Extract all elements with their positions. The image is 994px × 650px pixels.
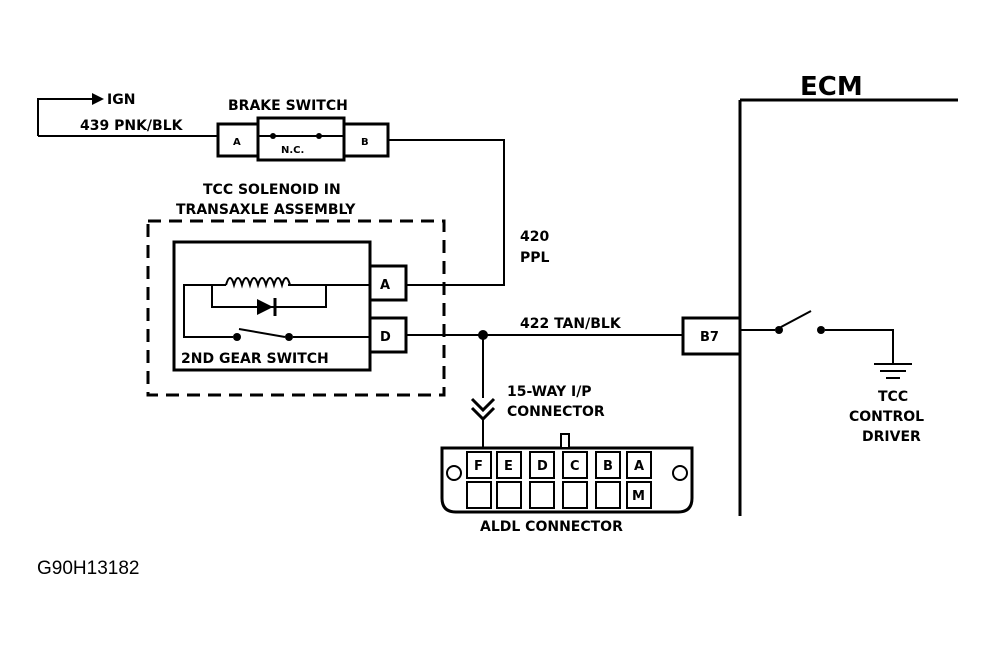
brake-switch-node <box>270 133 276 139</box>
transaxle-assembly-boundary <box>146 219 446 397</box>
aldl-pin-f-label: F <box>474 459 483 474</box>
aldl-pin <box>626 481 652 509</box>
ecm-boundary <box>738 98 958 516</box>
brake-switch-pin-b <box>342 122 390 158</box>
driver-switch-blade <box>780 310 812 328</box>
aldl-key <box>560 433 570 449</box>
diode-icon <box>257 299 273 315</box>
ip-connector-icon <box>470 397 496 422</box>
brake-switch-pin-a-label: A <box>233 137 241 148</box>
aldl-pin-d-label: D <box>537 459 548 474</box>
gear-switch-node <box>285 333 293 341</box>
tcc-driver-label-2: CONTROL <box>849 409 924 425</box>
aldl-pin <box>466 451 492 479</box>
ip-connector-label-1: 15-WAY I/P <box>507 384 592 400</box>
second-gear-switch-label: 2ND GEAR SWITCH <box>181 351 329 367</box>
solenoid-coil-icon <box>225 277 291 289</box>
brake-switch-node <box>316 133 322 139</box>
ecm-pin-b7 <box>681 316 742 356</box>
driver-switch-node <box>775 326 783 334</box>
aldl-mount-hole <box>672 465 688 481</box>
brake-switch-title: BRAKE SWITCH <box>228 98 348 114</box>
aldl-connector-shell <box>440 446 694 514</box>
ign-arrow-icon <box>92 93 104 105</box>
solenoid-pin-d-label: D <box>380 330 391 345</box>
aldl-pin <box>595 451 621 479</box>
tcc-driver-label-1: TCC <box>878 389 908 405</box>
aldl-pin <box>562 451 588 479</box>
tcc-solenoid-title-1: TCC SOLENOID IN <box>203 182 341 198</box>
ign-label: IGN <box>107 92 135 108</box>
ecm-pin-b7-label: B7 <box>700 330 719 345</box>
tcc-driver-label-3: DRIVER <box>862 429 921 445</box>
wire-420 <box>388 139 505 286</box>
aldl-pin <box>496 481 522 509</box>
tcc-solenoid-title-2: TRANSAXLE ASSEMBLY <box>176 202 356 218</box>
gear-switch-blade <box>238 328 286 338</box>
ground-icon <box>874 363 912 379</box>
aldl-pin-c-label: C <box>570 459 580 474</box>
aldl-pin <box>562 481 588 509</box>
aldl-pin <box>496 451 522 479</box>
wire-439-label: 439 PNK/BLK <box>80 118 184 134</box>
aldl-pin-b-label: B <box>603 459 613 474</box>
aldl-pin <box>529 481 555 509</box>
aldl-mount-hole <box>446 465 462 481</box>
solenoid-internal-wire <box>183 284 370 338</box>
aldl-connector-label: ALDL CONNECTOR <box>480 519 623 535</box>
nc-label: N.C. <box>281 145 304 156</box>
solenoid-pin-a <box>368 264 408 302</box>
wire-420-color: PPL <box>520 250 550 266</box>
figure-id: G90H13182 <box>37 558 139 579</box>
aldl-pin-grid <box>466 451 652 509</box>
wire-422-label: 422 TAN/BLK <box>520 316 622 332</box>
wire-420-number: 420 <box>520 229 549 245</box>
solenoid-pin-a-label: A <box>380 278 390 293</box>
aldl-pin-m-label: M <box>632 489 645 504</box>
driver-ground-wire <box>825 329 894 364</box>
solenoid-pin-d <box>368 316 408 354</box>
aldl-pin-a-label: A <box>634 459 644 474</box>
driver-switch-node <box>817 326 825 334</box>
ecm-label: ECM <box>800 72 863 102</box>
aldl-pin-e-label: E <box>504 459 513 474</box>
brake-switch-pin-b-label: B <box>361 137 369 148</box>
aldl-pin <box>595 481 621 509</box>
aldl-pin <box>466 481 492 509</box>
ign-wire <box>37 98 92 136</box>
aldl-pin <box>626 451 652 479</box>
aldl-pin <box>529 451 555 479</box>
ip-connector-label-2: CONNECTOR <box>507 404 605 420</box>
gear-switch-node <box>233 333 241 341</box>
